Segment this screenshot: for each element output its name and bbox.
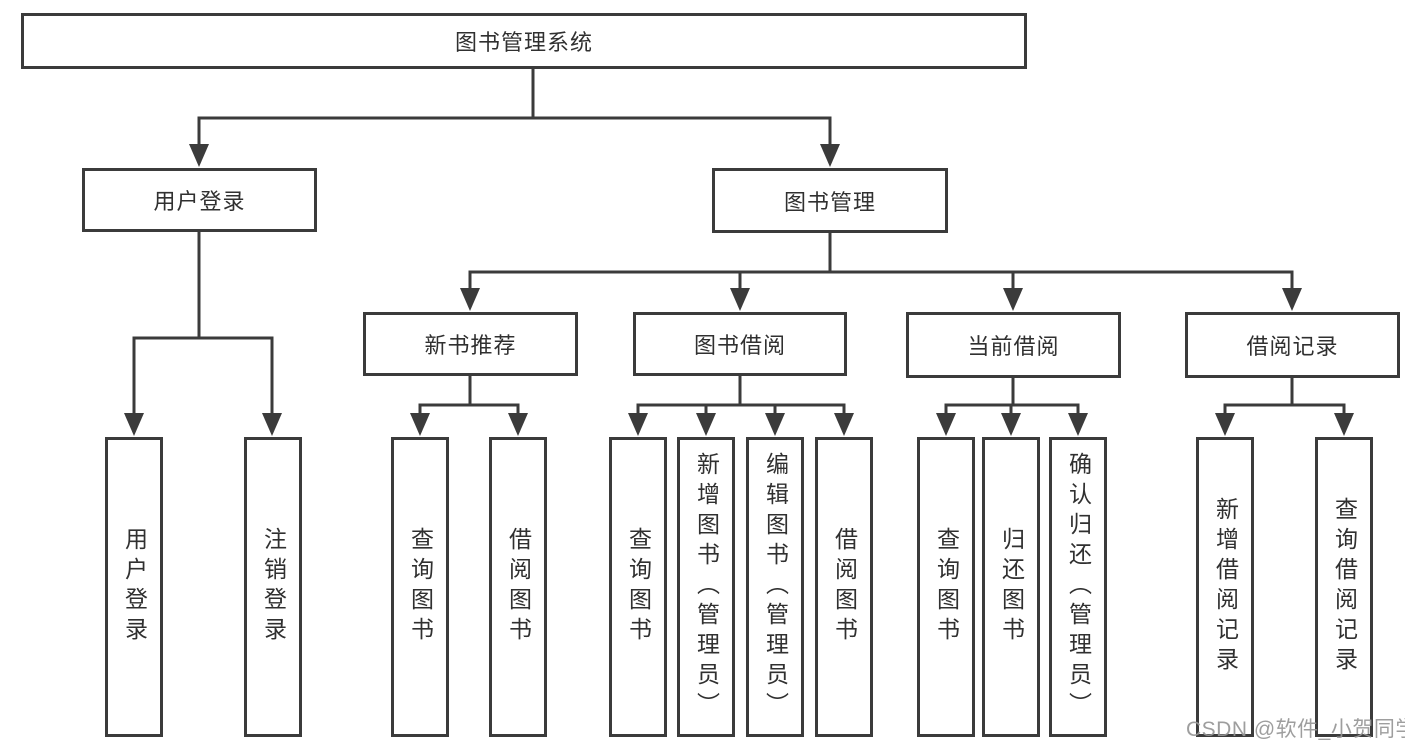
leaf-logout: 注销登录 [244,437,302,737]
node-label: 查询借阅记录 [1331,497,1358,677]
node-label: 新增图书（管理员） [693,452,720,722]
node-label: 图书借阅 [693,333,786,358]
leaf-add-borrow-record: 新增借阅记录 [1196,437,1254,737]
node-label: 确认归还（管理员） [1065,452,1092,722]
node-label: 新书推荐 [424,333,517,358]
node-book-borrowing: 图书借阅 [633,312,847,376]
node-book-management: 图书管理 [712,168,948,233]
leaf-edit-books-admin: 编辑图书（管理员） [746,437,804,737]
node-label: 查询图书 [407,527,434,647]
node-new-book-recommend: 新书推荐 [363,312,578,376]
leaf-query-books-3: 查询图书 [917,437,975,737]
node-label: 图书管理 [783,189,876,215]
leaf-borrow-books-2: 借阅图书 [815,437,873,737]
node-label: 当前借阅 [967,334,1060,359]
leaf-user-login: 用户登录 [105,437,163,737]
leaf-add-books-admin: 新增图书（管理员） [677,437,735,737]
leaf-confirm-return-admin: 确认归还（管理员） [1049,437,1107,737]
leaf-query-borrow-record: 查询借阅记录 [1315,437,1373,737]
node-label: 借阅图书 [505,527,532,647]
leaf-return-books: 归还图书 [982,437,1040,737]
node-library-management-system: 图书管理系统 [21,13,1027,69]
node-label: 新增借阅记录 [1212,497,1239,677]
node-label: 归还图书 [998,527,1025,647]
node-label: 借阅记录 [1246,334,1339,359]
node-label: 查询图书 [933,527,960,647]
node-label: 查询图书 [625,527,652,647]
node-user-login: 用户登录 [82,168,317,232]
node-label: 用户登录 [121,527,148,647]
leaf-query-books-1: 查询图书 [391,437,449,737]
node-label: 注销登录 [260,527,287,647]
watermark: CSDN @软件_小贺同学 [1186,718,1405,741]
node-label: 借阅图书 [831,527,858,647]
node-label: 图书管理系统 [454,30,593,55]
node-borrowing-records: 借阅记录 [1185,312,1400,378]
node-label: 编辑图书（管理员） [762,452,789,722]
leaf-borrow-books-1: 借阅图书 [489,437,547,737]
node-label: 用户登录 [153,189,246,214]
node-current-borrowing: 当前借阅 [906,312,1121,378]
leaf-query-books-2: 查询图书 [609,437,667,737]
